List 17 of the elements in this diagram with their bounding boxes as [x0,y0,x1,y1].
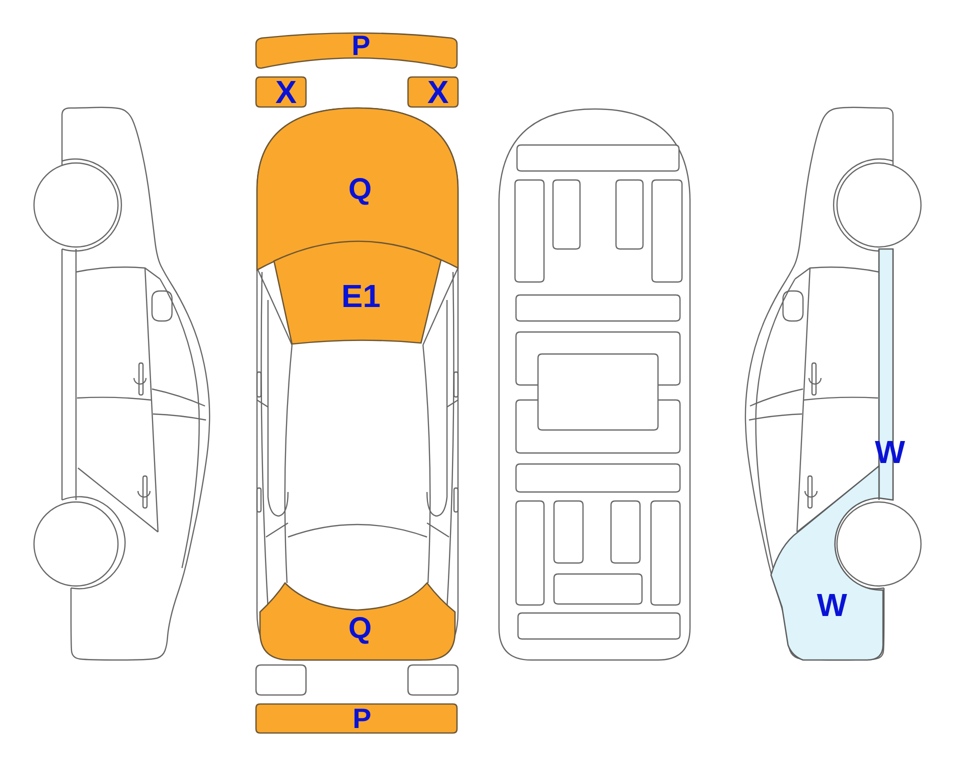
blank-panel [255,664,307,696]
marked-panel [407,76,459,108]
zone-code: X [275,76,297,108]
marked-panel [255,32,459,70]
marked-panel [255,703,458,734]
blank-panel [407,664,459,696]
zone-code: Q [348,614,372,644]
zone-code: P [352,705,372,733]
marked-panel [256,107,459,272]
marked-panel [769,465,885,662]
marked-panel [255,76,307,108]
zone-code: X [427,76,449,108]
zone-code: P [352,32,370,60]
zone-code: W [816,589,848,621]
marked-panel [273,240,442,346]
zone-code: Q [348,175,372,205]
zone-code: E1 [341,280,381,312]
